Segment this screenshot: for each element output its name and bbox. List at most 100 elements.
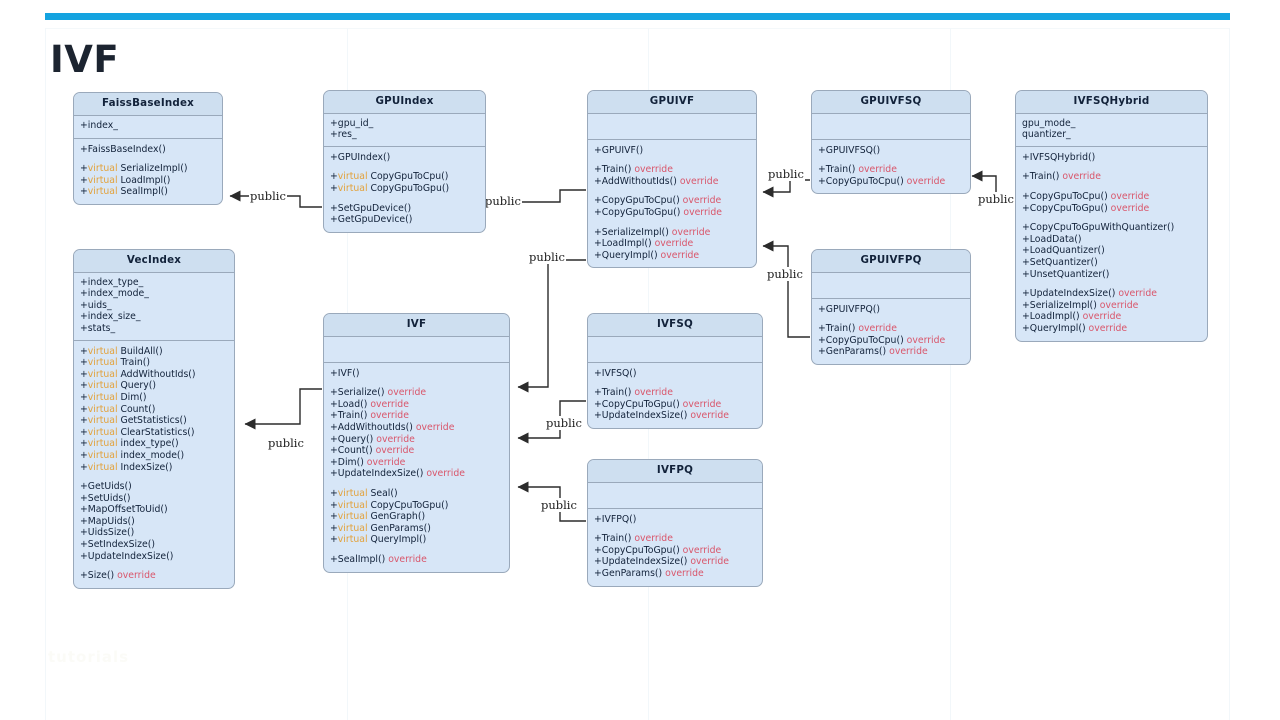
class-operation: +CopyCpuToGpu() override — [594, 545, 756, 557]
class-box-faissbaseindex[interactable]: FaissBaseIndex+index_+FaissBaseIndex()+v… — [73, 92, 223, 205]
class-operation: +UpdateIndexSize() — [80, 551, 228, 563]
class-operation: +UnsetQuantizer() — [1022, 269, 1201, 281]
relationship-label: public — [767, 167, 805, 181]
class-operation: +GenParams() override — [818, 346, 964, 358]
operation-name: +SerializeImpl() — [1022, 299, 1097, 311]
keyword-override: override — [363, 456, 406, 468]
class-operation: +UpdateIndexSize() override — [594, 410, 756, 422]
keyword-override: override — [855, 164, 897, 176]
class-operation: +SetQuantizer() — [1022, 257, 1201, 269]
operation-name: +LoadImpl() — [594, 238, 652, 250]
keyword-override: override — [651, 238, 694, 250]
keyword-override: override — [631, 164, 673, 176]
relationship-label: public — [540, 498, 578, 512]
operation-name: index_mode() — [117, 449, 185, 461]
visibility-marker: + — [330, 487, 338, 499]
class-box-ivf[interactable]: IVF+IVF()+Serialize() override+Load() ov… — [323, 313, 510, 573]
class-operation: +CopyGpuToCpu() override — [818, 335, 964, 347]
class-operations: +IVFPQ()+Train() override+CopyCpuToGpu()… — [588, 509, 762, 586]
class-operation: +LoadImpl() override — [594, 238, 750, 250]
relationship-label: public — [484, 194, 522, 208]
class-box-gpuivfpq[interactable]: GPUIVFPQ+GPUIVFPQ()+Train() override+Cop… — [811, 249, 971, 365]
operation-name: Train() — [117, 357, 151, 369]
keyword-virtual: virtual — [337, 487, 368, 499]
keyword-override: override — [662, 567, 704, 579]
operation-name: +CopyCpuToGpu() — [594, 544, 680, 556]
operation-group: +Serialize() override+Load() override+Tr… — [330, 387, 503, 480]
link-gpuivf-ivf — [517, 259, 586, 393]
operation-name: +GetUids() — [80, 481, 132, 493]
class-attribute: +stats_ — [80, 322, 116, 334]
visibility-marker: + — [80, 345, 88, 357]
class-box-ivfpq[interactable]: IVFPQ+IVFPQ()+Train() override+CopyCpuTo… — [587, 459, 763, 587]
operation-name: SerializeImpl() — [117, 163, 188, 175]
keyword-override: override — [1096, 299, 1139, 311]
operation-group: +IVF() — [330, 368, 503, 380]
class-operation: +virtual SealImpl() — [80, 186, 216, 198]
guide-column-5 — [1229, 28, 1230, 720]
class-operation: +Train() override — [594, 533, 756, 545]
class-box-ivfsq[interactable]: IVFSQ+IVFSQ()+Train() override+CopyCpuTo… — [587, 313, 763, 429]
class-operation: +AddWithoutIds() override — [594, 176, 750, 188]
class-operation: +Train() override — [1022, 171, 1201, 183]
class-operation: +SerializeImpl() override — [594, 227, 750, 239]
class-operation: +virtual Count() — [80, 404, 228, 416]
visibility-marker: + — [80, 449, 88, 461]
keyword-virtual: virtual — [87, 415, 118, 427]
class-attribute: +index_ — [80, 119, 118, 131]
class-box-gpuivfsq[interactable]: GPUIVFSQ+GPUIVFSQ()+Train() override+Cop… — [811, 90, 971, 195]
class-attribute: gpu_mode_ — [1022, 117, 1076, 129]
class-operations: +GPUIVFSQ()+Train() override+CopyGpuToCp… — [812, 140, 970, 194]
operation-name: +QueryImpl() — [594, 249, 658, 261]
visibility-marker: + — [330, 511, 338, 523]
operation-group: +GetUids()+SetUids()+MapOffsetToUid()+Ma… — [80, 481, 228, 562]
guide-line-top — [45, 28, 1230, 29]
operation-name: LoadImpl() — [117, 174, 171, 186]
operation-name: +GenParams() — [818, 346, 887, 358]
class-operation: +Serialize() override — [330, 387, 503, 399]
operation-group: +SealImpl() override — [330, 554, 503, 566]
operation-name: +CopyCpuToGpu() — [594, 398, 680, 410]
class-name: IVFSQHybrid — [1016, 91, 1207, 114]
class-attribute: +res_ — [330, 129, 357, 141]
keyword-override: override — [385, 553, 427, 565]
class-attributes — [812, 273, 970, 299]
operation-group: +GPUIVF() — [594, 145, 750, 157]
operation-name: +Train() — [594, 387, 632, 399]
keyword-override: override — [855, 323, 897, 335]
operation-group: +GPUIVFPQ() — [818, 304, 964, 316]
class-box-vecindex[interactable]: VecIndex+index_type_+index_mode_+uids_+i… — [73, 249, 235, 589]
keyword-virtual: virtual — [87, 345, 118, 357]
operation-name: GenParams() — [367, 522, 431, 534]
class-operation: +UpdateIndexSize() override — [594, 556, 756, 568]
class-operations: +IVFSQHybrid()+Train() override+CopyGpuT… — [1016, 147, 1207, 341]
class-operation: +LoadData() — [1022, 234, 1201, 246]
operation-group: +CopyGpuToCpu() override+CopyCpuToGpu() … — [1022, 191, 1201, 214]
class-operation: +CopyCpuToGpu() override — [1022, 203, 1201, 215]
operation-name: +GetGpuDevice() — [330, 214, 413, 226]
class-operation: +SetIndexSize() — [80, 539, 228, 551]
class-operation: +GPUIndex() — [330, 152, 479, 164]
link-gpuivf-gpuindex — [493, 189, 586, 208]
class-operation: +CopyGpuToGpu() override — [594, 207, 750, 219]
class-operation: +Dim() override — [330, 457, 503, 469]
class-operations: +IVFSQ()+Train() override+CopyCpuToGpu()… — [588, 363, 762, 428]
operation-name: SealImpl() — [117, 186, 168, 198]
class-operation: +IVFSQ() — [594, 368, 756, 380]
visibility-marker: + — [80, 403, 88, 415]
class-box-gpuivf[interactable]: GPUIVF+GPUIVF()+Train() override+AddWith… — [587, 90, 757, 269]
class-box-gpuindex[interactable]: GPUIndex+gpu_id_+res_+GPUIndex()+virtual… — [323, 90, 486, 233]
operation-name: GetStatistics() — [117, 415, 187, 427]
operation-name: +GenParams() — [594, 567, 663, 579]
class-operation: +virtual QueryImpl() — [330, 534, 503, 546]
visibility-marker: + — [80, 174, 88, 186]
operation-name: +Serialize() — [330, 387, 385, 399]
operation-name: +Size() — [80, 570, 115, 582]
relationship-label: public — [249, 189, 287, 203]
class-attribute: +index_size_ — [80, 311, 141, 323]
class-operation: +Size() override — [80, 570, 228, 582]
class-operation: +CopyGpuToCpu() override — [594, 195, 750, 207]
operation-name: GenGraph() — [367, 511, 426, 523]
operation-name: CopyGpuToCpu() — [367, 171, 449, 183]
